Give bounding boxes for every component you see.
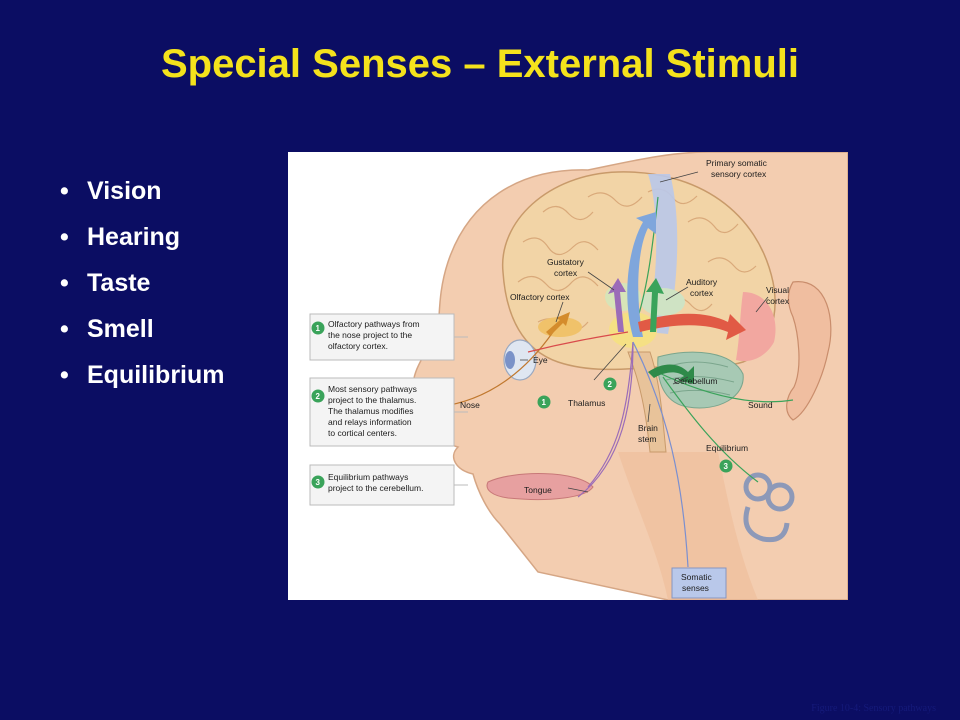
box-text-line: project to the cerebellum. (328, 483, 423, 493)
bullet-marker: • (60, 361, 69, 389)
explanation-box-3: 3 Equilibrium pathways project to the ce… (309, 464, 455, 506)
label-line: sensory cortex (711, 169, 767, 179)
label-olfactory-cortex: Olfactory cortex (510, 292, 570, 302)
step-marker-1: 1 (537, 395, 551, 409)
bullet-text: Vision (87, 177, 162, 205)
label-equilibrium: Equilibrium (706, 443, 748, 453)
label-line: cortex (766, 296, 790, 306)
box-number: 1 (316, 324, 321, 333)
explanation-box-2: 2 Most sensory pathways project to the t… (309, 377, 455, 447)
box-text-line: and relays information (328, 417, 412, 427)
label-cerebellum: Cerebellum (674, 376, 717, 386)
ear (786, 281, 832, 421)
auditory-arrow (646, 278, 664, 332)
step-marker-2: 2 (603, 377, 617, 391)
tongue (486, 473, 594, 500)
inner-ear (743, 472, 795, 543)
label-thalamus: Thalamus (568, 398, 605, 408)
label-line: Somatic (681, 572, 712, 582)
bullet-item: • Taste (60, 268, 225, 298)
label-primary-somatic-cortex: Primary somatic sensory cortex (706, 158, 768, 179)
box-text-line: Olfactory pathways from (328, 319, 420, 329)
label-line: senses (682, 583, 709, 593)
label-visual-cortex: Visual cortex (766, 285, 790, 306)
bullet-text: Taste (87, 269, 151, 297)
bullet-marker: • (60, 315, 69, 343)
somatic-senses-box (671, 567, 727, 599)
bullet-item: • Vision (60, 176, 225, 206)
svg-text:3: 3 (724, 462, 729, 471)
bullet-marker: • (60, 177, 69, 205)
box-text-line: olfactory cortex. (328, 341, 388, 351)
sensory-pathways-figure: Primary somatic sensory cortex Gustatory… (288, 152, 848, 600)
box-number: 2 (316, 392, 321, 401)
label-line: Primary somatic (706, 158, 768, 168)
bullet-list: • Vision • Hearing • Taste • Smell • Equilibr… (60, 176, 225, 406)
box-text-line: The thalamus modifies (328, 406, 414, 416)
leader-lines (520, 171, 769, 493)
label-gustatory-cortex: Gustatory cortex (547, 257, 585, 278)
bullet-text: Equilibrium (87, 361, 225, 389)
label-tongue: Tongue (524, 485, 552, 495)
visual-cortex (736, 292, 776, 362)
visual-arrow (638, 313, 746, 340)
bullet-text: Smell (87, 315, 154, 343)
box-text-line: project to the thalamus. (328, 395, 416, 405)
figure-caption: Figure 10-4: Sensory pathways (811, 703, 936, 714)
cerebellum-arrow (648, 364, 694, 384)
label-eye: Eye (533, 355, 548, 365)
step-marker-3: 3 (719, 459, 733, 473)
bullet-marker: • (60, 269, 69, 297)
label-sound: Sound (748, 400, 773, 410)
label-brain-stem: Brain stem (638, 423, 658, 444)
label-line: Brain (638, 423, 658, 433)
box-text-line: Equilibrium pathways (328, 472, 408, 482)
box-number: 3 (316, 478, 321, 487)
iris (505, 351, 515, 369)
box-connectors (454, 336, 468, 486)
gustatory-arrow (608, 278, 626, 332)
label-line: stem (638, 434, 656, 444)
bullet-marker: • (60, 223, 69, 251)
bullet-text: Hearing (87, 223, 181, 251)
olfactory-arrow (546, 312, 570, 336)
label-somatic-senses: Somatic senses (681, 572, 712, 593)
label-line: Auditory (686, 277, 718, 287)
label-line: Visual (766, 285, 789, 295)
label-line: cortex (554, 268, 578, 278)
slide-title: Special Senses – External Stimuli (160, 42, 800, 86)
box-text-line: Most sensory pathways (328, 384, 417, 394)
sensory-pathways-diagram: Primary somatic sensory cortex Gustatory… (309, 152, 848, 600)
label-line: cortex (690, 288, 714, 298)
sensory-pathway-lines (437, 196, 794, 568)
box-text-line: the nose project to the (328, 330, 412, 340)
bullet-item: • Hearing (60, 222, 225, 252)
bullet-item: • Smell (60, 314, 225, 344)
somatic-arrow (627, 212, 656, 337)
bullet-item: • Equilibrium (60, 360, 225, 390)
box-text-line: to cortical centers. (328, 428, 397, 438)
neck-shading (618, 452, 758, 600)
label-nose: Nose (460, 400, 480, 410)
cerebellum (657, 351, 744, 409)
svg-text:2: 2 (608, 380, 613, 389)
svg-text:1: 1 (542, 398, 547, 407)
explanation-box-1: 1 Olfactory pathways from the nose proje… (309, 313, 455, 361)
label-line: Gustatory (547, 257, 585, 267)
label-auditory-cortex: Auditory cortex (686, 277, 718, 298)
